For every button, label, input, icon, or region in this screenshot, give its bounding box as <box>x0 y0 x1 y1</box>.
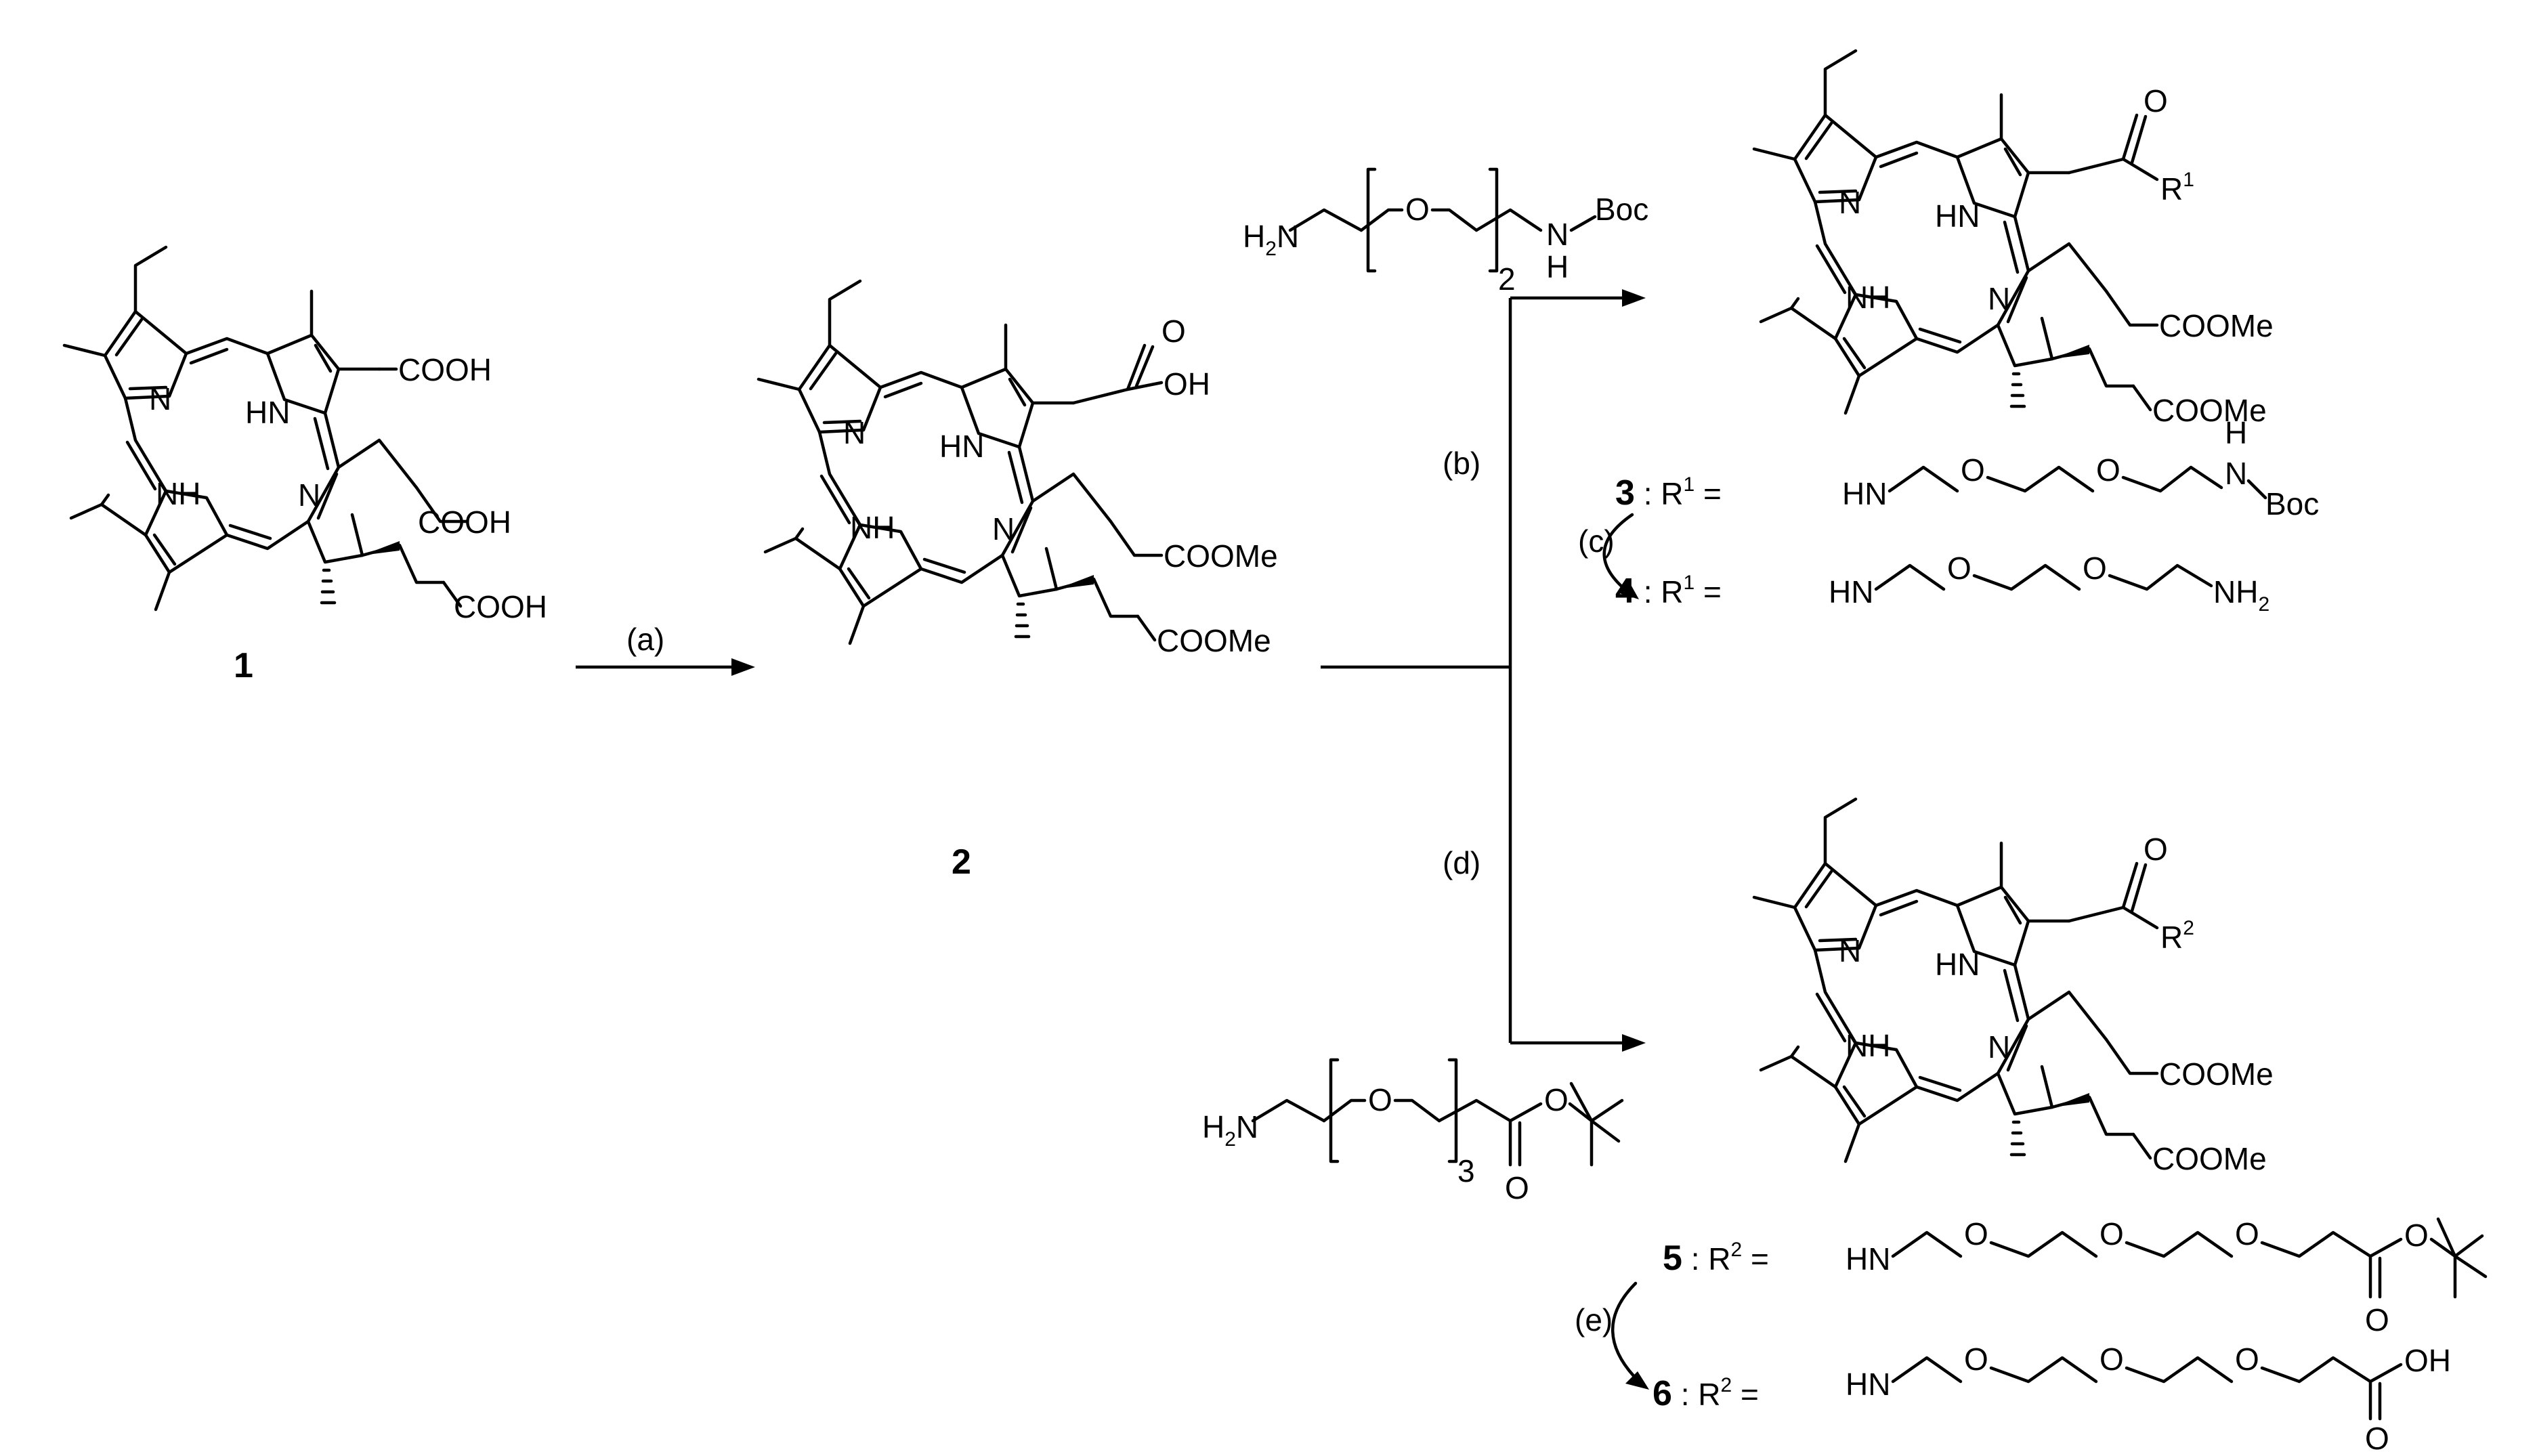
svg-text:O: O <box>2365 1421 2389 1456</box>
compound-2: OH O COOMe COOMe N HN NH N 2 <box>759 281 1278 882</box>
svg-text:O: O <box>1405 192 1430 227</box>
carbonyl-o-label: O <box>2144 83 2168 119</box>
ring-n2-label: N <box>1988 1029 2010 1065</box>
svg-text:O: O <box>2096 452 2120 488</box>
ring-n2-label: N <box>992 511 1015 547</box>
ring-n-label: N <box>1839 185 1861 220</box>
svg-text:HN: HN <box>1846 1241 1890 1277</box>
svg-text:H: H <box>2225 415 2247 450</box>
compound-5-6: O R2 COOMe COOMe N HN NH N <box>1754 799 2274 1176</box>
svg-text:HN: HN <box>1846 1367 1890 1402</box>
svg-text:3: 3 <box>1457 1153 1475 1189</box>
ring-n2-label: N <box>298 477 320 513</box>
ring-nh-label: NH <box>1846 1028 1890 1063</box>
svg-text:O: O <box>2099 1342 2124 1377</box>
r2-definitions: 5 : R2 = HN O O O O O 6 : R2 = HN O O O … <box>1575 1216 2488 1456</box>
r2-label: R2 <box>2160 917 2194 955</box>
branch-arrows: (b) (d) <box>1321 289 1646 1052</box>
substituent-4: 4 : R1 = <box>1615 572 1722 611</box>
svg-text:O: O <box>1947 551 1971 586</box>
ring-n-label: N <box>1839 933 1861 968</box>
substituent-6: 6 : R2 = <box>1653 1374 1759 1413</box>
svg-text:O: O <box>2099 1216 2124 1251</box>
step-c-label: (c) <box>1578 523 1615 559</box>
ring-hn-label: HN <box>245 395 290 430</box>
svg-text:O: O <box>1964 1342 1988 1377</box>
ring-nh-label: NH <box>850 510 895 545</box>
svg-text:O: O <box>2235 1342 2259 1377</box>
substituent-3: 3 : R1 = <box>1615 473 1722 513</box>
ring-hn-label: HN <box>1935 198 1980 234</box>
coome-label-2: COOMe <box>2152 393 2267 428</box>
svg-text:2: 2 <box>1498 261 1516 297</box>
compound-number-2: 2 <box>952 842 971 882</box>
ring-nh-label: NH <box>156 476 200 511</box>
coome-label-1: COOMe <box>1164 538 1278 574</box>
coome-label-1: COOMe <box>2159 308 2274 343</box>
svg-text:O: O <box>2235 1216 2259 1251</box>
svg-text:HN: HN <box>1829 574 1873 609</box>
step-a-label: (a) <box>626 622 664 657</box>
arrow-step-a: (a) <box>576 622 755 676</box>
svg-text:O: O <box>1964 1216 1988 1251</box>
ring-nh-label: NH <box>1846 280 1890 315</box>
substituent-5: 5 : R2 = <box>1663 1239 1769 1278</box>
ring-hn-label: HN <box>1935 947 1980 982</box>
svg-text:HN: HN <box>1842 476 1887 511</box>
compound-3-4: O R1 COOMe COOMe N HN NH N <box>1754 51 2274 428</box>
reagent-b: H2N O 2 N H Boc <box>1243 167 1648 297</box>
svg-text:OH: OH <box>2404 1343 2451 1378</box>
cooh-label-3: COOH <box>454 589 547 624</box>
svg-text:H2N: H2N <box>1243 219 1299 260</box>
cooh-label-2: COOH <box>418 505 511 540</box>
svg-text:N: N <box>1546 217 1569 252</box>
coome-label-1: COOMe <box>2159 1056 2274 1092</box>
svg-text:Boc: Boc <box>2265 486 2319 521</box>
svg-text:NH2: NH2 <box>2213 574 2269 616</box>
svg-text:H: H <box>1546 249 1569 284</box>
oh-label: OH <box>1164 366 1210 402</box>
svg-text:O: O <box>2365 1302 2389 1337</box>
reagent-d: H2N O 3 O O <box>1202 1058 1624 1205</box>
svg-text:O: O <box>1368 1082 1392 1117</box>
carbonyl-o-label: O <box>2144 832 2168 867</box>
carbonyl-o-label: O <box>1161 314 1186 349</box>
svg-text:H2N: H2N <box>1202 1109 1258 1151</box>
svg-text:O: O <box>1505 1170 1529 1205</box>
svg-text:Boc: Boc <box>1595 192 1648 227</box>
step-e-label: (e) <box>1575 1302 1613 1337</box>
step-d-label: (d) <box>1443 845 1480 880</box>
ring-n2-label: N <box>1988 281 2010 316</box>
r1-label: R1 <box>2160 169 2194 207</box>
svg-text:O: O <box>1544 1082 1569 1117</box>
ring-n-label: N <box>149 381 171 416</box>
svg-text:O: O <box>1961 452 1985 488</box>
ring-hn-label: HN <box>939 429 984 464</box>
cooh-label-1: COOH <box>398 352 492 387</box>
svg-text:O: O <box>2083 551 2107 586</box>
coome-label-2: COOMe <box>2152 1141 2267 1176</box>
ring-n-label: N <box>843 415 866 450</box>
coome-label-2: COOMe <box>1157 623 1271 658</box>
compound-1: COOH COOH COOH N HN NH N 1 <box>64 247 547 685</box>
compound-number-1: 1 <box>234 646 253 685</box>
step-b-label: (b) <box>1443 446 1480 481</box>
svg-text:O: O <box>2404 1218 2429 1253</box>
svg-text:N: N <box>2225 456 2247 491</box>
r1-definitions: 3 : R1 = HN O O H N Boc 4 : R1 = HN O O … <box>1578 415 2319 616</box>
